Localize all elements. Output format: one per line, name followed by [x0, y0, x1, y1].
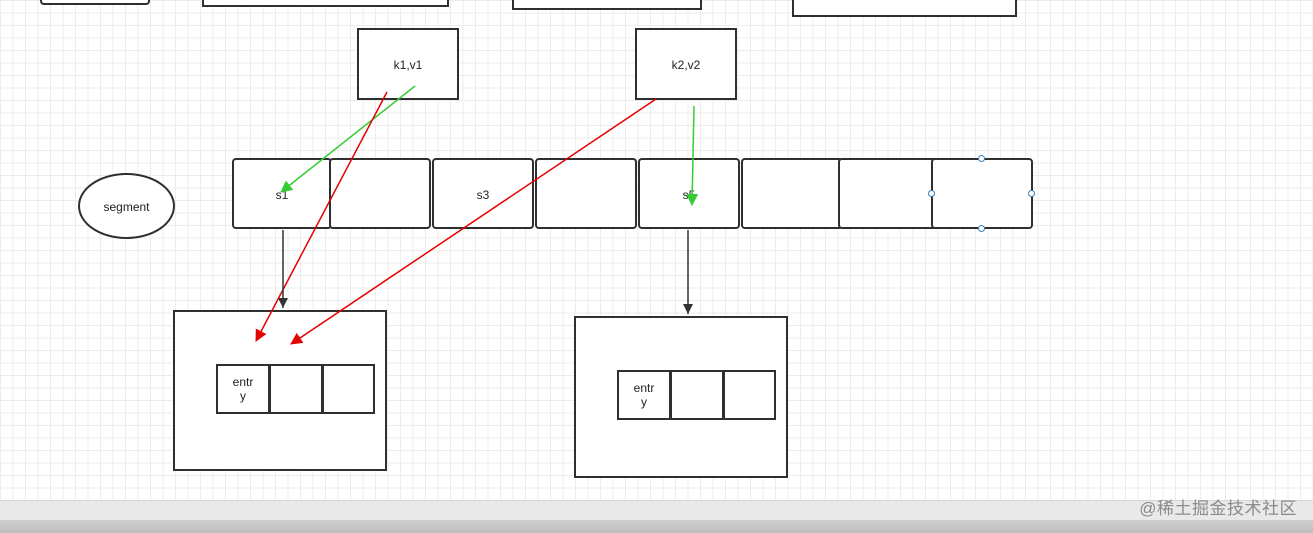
selection-handle-right[interactable]	[1028, 190, 1035, 197]
segment-cell-s5[interactable]: s5	[638, 158, 740, 229]
top-box-3[interactable]	[512, 0, 702, 10]
segment-cell-s1-label: s1	[275, 188, 289, 202]
segment-cell-7[interactable]	[838, 158, 940, 229]
key-box-k1-label: k1,v1	[393, 58, 423, 72]
entry-cell-right-3[interactable]	[723, 370, 776, 420]
bottom-scroll-bar[interactable]	[0, 500, 1313, 533]
segment-cell-8-selected[interactable]	[931, 158, 1033, 229]
segment-cell-s5-label: s5	[682, 188, 696, 202]
entry-cell-left-2[interactable]	[269, 364, 323, 414]
entry-cell-right-1[interactable]: entr y	[617, 370, 671, 420]
entry-cell-left-1[interactable]: entr y	[216, 364, 270, 414]
watermark-text: @稀土掘金技术社区	[1139, 499, 1297, 518]
top-box-2[interactable]	[202, 0, 449, 7]
selection-handle-top[interactable]	[978, 155, 985, 162]
key-box-k2-label: k2,v2	[671, 58, 701, 72]
selection-handle-left[interactable]	[928, 190, 935, 197]
top-box-4[interactable]	[792, 0, 1017, 17]
selection-handle-bottom[interactable]	[978, 225, 985, 232]
entry-cell-right-2[interactable]	[670, 370, 724, 420]
segment-cell-4[interactable]	[535, 158, 637, 229]
key-box-k2[interactable]: k2,v2	[635, 28, 737, 100]
entry-cell-left-3[interactable]	[322, 364, 375, 414]
key-box-k1[interactable]: k1,v1	[357, 28, 459, 100]
entry-label-right: entr y	[633, 381, 655, 409]
segment-ellipse[interactable]: segment	[78, 173, 175, 239]
diagram-canvas: k1,v1 k2,v2 segment s1 s3 s5 entr y entr…	[0, 0, 1313, 500]
segment-cell-s1[interactable]: s1	[232, 158, 332, 229]
segment-cell-6[interactable]	[741, 158, 843, 229]
entry-label-left: entr y	[232, 375, 254, 403]
segment-label: segment	[103, 200, 150, 214]
segment-cell-s3-label: s3	[476, 188, 490, 202]
segment-cell-2[interactable]	[329, 158, 431, 229]
segment-cell-s3[interactable]: s3	[432, 158, 534, 229]
top-box-1[interactable]	[40, 0, 150, 5]
